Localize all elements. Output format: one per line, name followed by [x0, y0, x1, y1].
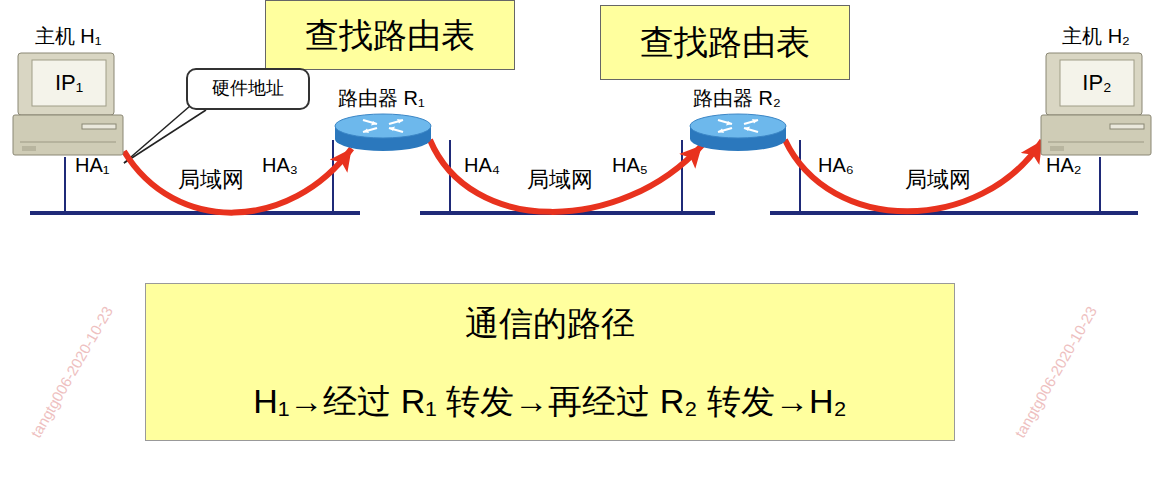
callout-leader: [124, 106, 206, 163]
host-name: 主机 H₂: [1040, 24, 1152, 48]
computer-icon: [1040, 52, 1152, 158]
lan-label: 局域网: [527, 168, 593, 192]
host-computer: 主机 H₁ IP₁: [12, 24, 124, 158]
router-icon-holder: [333, 112, 433, 154]
box-body: H₁→经过 R₁ 转发→再经过 R₂ 转发→H₂: [253, 381, 846, 422]
box-heading: 查找路由表: [640, 22, 810, 63]
hardware-address: HA₃: [262, 154, 298, 176]
hardware-address: HA₅: [612, 154, 648, 176]
lan-label: 局域网: [905, 168, 971, 192]
host-computer: 主机 H₂ IP₂: [1040, 24, 1152, 158]
note-box: 查找路由表: [265, 0, 515, 70]
computer-icon-holder: [1040, 52, 1152, 158]
box-heading: 硬件地址: [212, 78, 284, 100]
router-icon: [333, 112, 433, 154]
watermark: tangtg006-2020-10-23: [28, 304, 117, 441]
route-arrow: [124, 149, 352, 213]
ip-address: IP₁: [32, 60, 106, 106]
hardware-address: HA₄: [464, 154, 500, 176]
ip-address: IP₂: [1060, 60, 1134, 106]
box-heading: 通信的路径: [465, 303, 635, 344]
box-heading: 查找路由表: [305, 15, 475, 56]
computer-icon: [12, 52, 124, 158]
watermark: tangtg006-2020-10-23: [1012, 304, 1101, 441]
hardware-address: HA₁: [75, 154, 110, 176]
drop-lines: [65, 140, 1100, 213]
note-box: 查找路由表: [600, 5, 850, 80]
router: 路由器 R₂: [685, 86, 820, 154]
router-icon: [688, 112, 788, 154]
host-name: 主机 H₁: [12, 24, 124, 48]
router-icon-holder: [688, 112, 788, 154]
hardware-address: HA₆: [818, 154, 854, 176]
route-arrow: [785, 140, 1042, 212]
callout-box: 硬件地址: [186, 68, 310, 110]
hardware-address: HA₂: [1046, 154, 1082, 176]
lan-label: 局域网: [178, 168, 244, 192]
computer-icon-holder: [12, 52, 124, 158]
router-name: 路由器 R₂: [693, 86, 781, 110]
router-name: 路由器 R₁: [338, 86, 425, 110]
router: 路由器 R₁: [330, 86, 465, 154]
path-panel: 通信的路径 H₁→经过 R₁ 转发→再经过 R₂ 转发→H₂: [145, 283, 955, 441]
route-arrow: [430, 140, 702, 212]
